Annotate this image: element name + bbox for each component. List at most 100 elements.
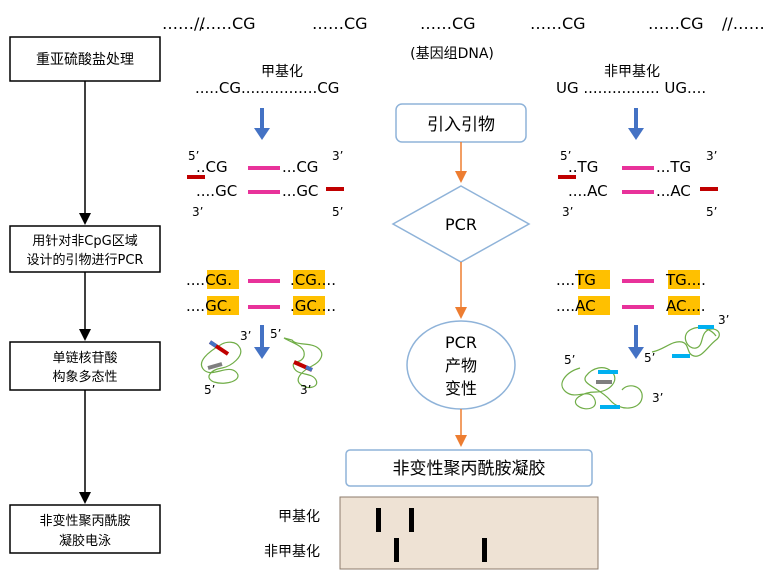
step-label-page-line1: 非变性聚丙酰胺 <box>39 513 130 529</box>
genome-site-4: ……CG <box>530 14 586 33</box>
methylated-amp-pink-bottom <box>248 305 280 309</box>
methylated-bottom-5prime: 5’ <box>332 205 343 219</box>
unmethylated-sscp-a5: 5’ <box>564 353 575 367</box>
methylated-sscp-a3: 3’ <box>240 329 251 343</box>
methylated-hl-top-right <box>293 270 325 289</box>
unmethylated-bottom-left: ....AC <box>568 182 608 200</box>
genome-right-dots: //…… <box>722 14 765 33</box>
methylated-strand-a <box>200 341 242 384</box>
methylated-top-right: ...CG <box>282 158 318 176</box>
genome-left-dots: ……// <box>162 14 205 33</box>
step-label-sscp-line2: 构象多态性 <box>52 369 117 385</box>
methylated-amp-bottom-right: .GC.... <box>290 297 336 315</box>
unmethylated-amp-pink-bottom <box>622 305 654 309</box>
unmethylated-arrow-1 <box>628 108 644 140</box>
primer-box-label: 引入引物 <box>427 115 495 135</box>
methylated-branch: 甲基化 .....CG................CG 5’ 3’ ..CG… <box>186 63 344 397</box>
methylated-bottom-left: ....GC <box>196 182 237 200</box>
methylated-primer-red-bottom <box>326 187 344 191</box>
unmethylated-top-right: ...TG <box>656 158 691 176</box>
methylated-sscp-b3: 3’ <box>300 383 311 397</box>
gel-box-label: 非变性聚丙酰胺凝胶 <box>393 459 546 479</box>
denature-line2: 产物 <box>445 356 477 375</box>
unmethylated-amp-bottom-left: ....AC <box>556 297 596 315</box>
unmethylated-primer-red-top <box>558 175 576 179</box>
methylated-hl-bottom-right <box>293 296 325 315</box>
step-label-page-line2: 凝胶电泳 <box>59 533 111 549</box>
genome-site-1: ……CG <box>200 14 256 33</box>
unmethylated-bottom-3prime: 3’ <box>562 205 573 219</box>
unmethylated-primer-red-bottom <box>700 187 718 191</box>
unmethylated-bottom-right: ...AC <box>656 182 691 200</box>
methylated-strand-b-blue <box>305 365 313 372</box>
methylated-strand-a-blue <box>208 340 218 348</box>
unmethylated-top-5prime: 5’ <box>560 149 571 163</box>
unmethylated-strand-a <box>561 367 643 410</box>
unmethylated-branch: 非甲基化 UG ................ UG.... 5’ 3’ ..… <box>556 63 729 410</box>
unmethylated-converted-seq: UG ................ UG.... <box>556 79 706 97</box>
step-label-sscp-line1: 单链核苷酸 <box>52 351 117 366</box>
unmethylated-title: 非甲基化 <box>604 63 660 80</box>
methylated-primer-pink-bottom <box>248 190 280 194</box>
methylated-primer-pink-top <box>248 166 280 170</box>
genome-site-5: ……CG <box>648 14 704 33</box>
genome-site-3: ……CG <box>420 14 476 33</box>
methylated-title: 甲基化 <box>261 63 303 80</box>
methylated-strand-a-gray <box>207 362 223 370</box>
gel-band-methylated-2 <box>409 508 414 532</box>
methylated-amp-pink-top <box>248 279 280 283</box>
methylated-hl-bottom-left <box>207 296 239 315</box>
methylated-hl-top-left <box>207 270 239 289</box>
unmethylated-amp-top-right: TG.... <box>665 271 706 289</box>
unmethylated-sscp-b5: 5’ <box>644 351 655 365</box>
methylated-top-5prime: 5’ <box>188 149 199 163</box>
unmethylated-amp-pink-top <box>622 279 654 283</box>
unmethylated-hl-bottom-left <box>578 296 610 315</box>
gel-box <box>345 449 593 487</box>
methylated-primer-red-top <box>187 175 205 179</box>
methylated-strand-b <box>283 337 323 389</box>
unmethylated-hl-top-right <box>668 270 700 289</box>
gel-label-methylated: 甲基化 <box>278 508 320 525</box>
unmethylated-primer-pink-top <box>622 166 654 170</box>
unmethylated-top-left: ..TG <box>568 158 598 176</box>
methylated-sscp-b5: 5’ <box>270 327 281 341</box>
methylated-top-3prime: 3’ <box>332 149 343 163</box>
methylated-bottom-3prime: 3’ <box>192 205 203 219</box>
step-box-bisulfite: 重亚硫酸盐处理 <box>9 36 161 82</box>
gel-band-methylated-1 <box>376 508 381 532</box>
methylated-arrow-1 <box>254 108 270 140</box>
unmethylated-sscp-b3: 3’ <box>718 313 729 327</box>
step-box-sscp: 单链核苷酸 构象多态性 <box>9 341 161 391</box>
methylated-arrow-2 <box>254 325 270 359</box>
unmethylated-hl-top-left <box>578 270 610 289</box>
step-box-page: 非变性聚丙酰胺 凝胶电泳 <box>9 504 161 554</box>
center-flow: 引入引物 PCR PCR 产物 变性 非变性聚丙酰胺凝胶 <box>345 103 593 487</box>
unmethylated-sscp-a3: 3’ <box>652 391 663 405</box>
gel-label-unmethylated: 非甲基化 <box>264 543 320 560</box>
unmethylated-strand-b <box>651 326 720 357</box>
gel-band-unmethylated-2 <box>482 538 487 562</box>
genomic-dna-row: ……// ……CG ……CG ……CG ……CG ……CG //…… (基因组D… <box>162 14 765 62</box>
unmethylated-arrow-2 <box>628 325 644 359</box>
unmethylated-primer-pink-bottom <box>622 190 654 194</box>
step-label-pcr-line1: 用针对非CpG区域 <box>32 234 137 249</box>
methylated-amp-top-right: .CG.... <box>290 271 336 289</box>
step-label-bisulfite: 重亚硫酸盐处理 <box>36 52 134 68</box>
methylated-bottom-right: ...GC <box>282 182 318 200</box>
methylated-amp-top-left: ....CG. <box>186 271 232 289</box>
methylated-top-left: ..CG <box>196 158 228 176</box>
unmethylated-bottom-5prime: 5’ <box>706 205 717 219</box>
denature-line1: PCR <box>445 333 477 352</box>
unmethylated-top-3prime: 3’ <box>706 149 717 163</box>
pcr-diamond-label: PCR <box>445 215 477 234</box>
methylated-sscp-a5: 5’ <box>204 383 215 397</box>
gel-panel <box>339 496 599 570</box>
genome-site-2: ……CG <box>312 14 368 33</box>
methylated-converted-seq: .....CG................CG <box>195 79 339 97</box>
unmethylated-amp-bottom-right: AC.... <box>666 297 706 315</box>
gel-band-unmethylated-1 <box>394 538 399 562</box>
unmethylated-amp-top-left: ....TG <box>556 271 596 289</box>
